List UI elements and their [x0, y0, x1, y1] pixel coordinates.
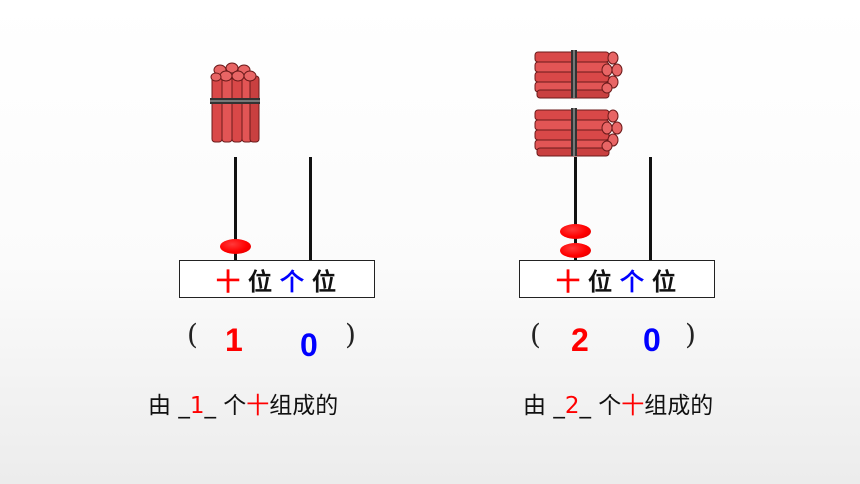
place-value-label: 十 位 个 位: [519, 260, 715, 298]
blank-right: _: [579, 393, 591, 419]
place-value-label: 十 位 个 位: [179, 260, 375, 298]
abacus-panel-right: 十 位 个 位 ( 2 0 ) 由 _2_ 个十组成的: [500, 0, 760, 484]
sentence-ten: 十: [246, 393, 270, 419]
tens-rod: [234, 157, 237, 261]
sentence-prefix: 由: [148, 393, 179, 419]
sentence-count: 2: [564, 393, 580, 419]
stick-bundle-icon: [534, 50, 623, 99]
ones-suffix: 位: [652, 267, 678, 296]
stick-bundle-icon: [210, 62, 260, 143]
blank-right: _: [204, 393, 216, 419]
paren-open: (: [187, 318, 198, 351]
ones-label: 个: [280, 267, 306, 296]
tens-rod: [574, 157, 577, 261]
abacus-bead: [220, 239, 251, 254]
paren-close: ): [345, 318, 356, 351]
ones-rod: [649, 157, 652, 261]
stick-bundle-icon: [534, 108, 623, 157]
tens-digit: 2: [571, 322, 589, 358]
abacus-bead: [560, 224, 591, 239]
ones-label: 个: [620, 267, 646, 296]
sentence-ten: 十: [621, 393, 645, 419]
ones-rod: [309, 157, 312, 261]
sentence-mid: 个: [590, 393, 622, 419]
tens-suffix: 位: [588, 267, 614, 296]
sentence-count: 1: [189, 393, 205, 419]
sentence-mid: 个: [215, 393, 247, 419]
blank-left: _: [553, 393, 565, 419]
paren-open: (: [530, 318, 541, 351]
abacus-panel-left: 十 位 个 位 ( 1 0 ) 由 _1_ 个十组成的: [148, 0, 420, 484]
tens-label: 十: [216, 267, 242, 296]
blank-left: _: [178, 393, 190, 419]
sentence-suffix: 组成的: [644, 393, 714, 419]
paren-close: ): [685, 318, 696, 351]
tens-suffix: 位: [248, 267, 274, 296]
ones-suffix: 位: [312, 267, 338, 296]
composition-sentence: 由 _1_ 个十组成的: [148, 386, 338, 420]
composition-sentence: 由 _2_ 个十组成的: [523, 386, 713, 420]
ones-digit: 0: [643, 322, 661, 358]
ones-digit: 0: [300, 327, 318, 363]
tens-label: 十: [556, 267, 582, 296]
sentence-prefix: 由: [523, 393, 554, 419]
tens-digit: 1: [225, 322, 243, 358]
abacus-bead: [560, 243, 591, 258]
sentence-suffix: 组成的: [269, 393, 339, 419]
